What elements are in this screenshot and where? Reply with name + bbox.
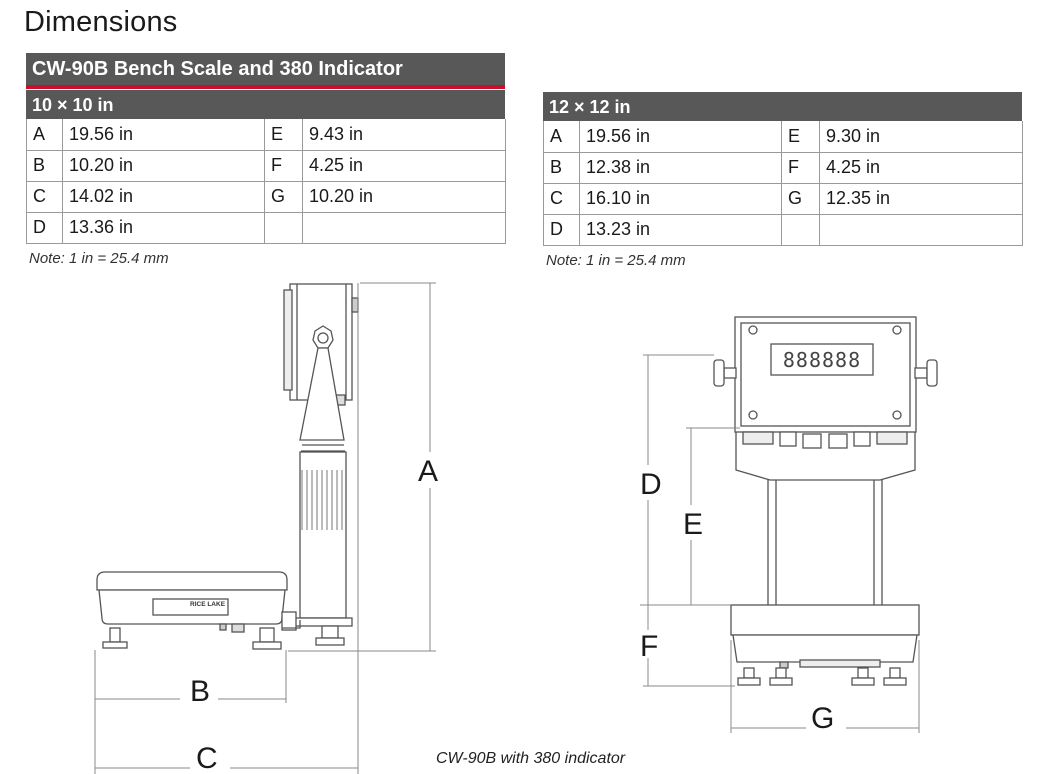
dim-value: 13.36 in [62, 211, 265, 244]
left-knob-icon [713, 359, 737, 387]
dim-value: 4.25 in [819, 151, 1023, 184]
dim-label-a: A [418, 455, 438, 488]
dim-label-g: G [811, 702, 834, 735]
dim-letter: C [26, 180, 63, 213]
brand-plate: RICE LAKE [190, 601, 226, 608]
dim-letter: D [26, 211, 63, 244]
dim-letter: G [781, 182, 820, 215]
unit-note: Note: 1 in = 25.4 mm [546, 251, 686, 269]
dim-label-e: E [683, 508, 703, 541]
dim-value [819, 213, 1023, 246]
dim-letter: C [543, 182, 580, 215]
side-view-dimension-lines [94, 282, 436, 774]
display-readout: 888888 [783, 348, 861, 372]
unit-note: Note: 1 in = 25.4 mm [29, 249, 169, 267]
spec-block-10x10: CW-90B Bench Scale and 380 Indicator 10 … [26, 53, 506, 267]
right-knob-icon [914, 359, 938, 387]
dim-label-f: F [640, 630, 658, 663]
dim-letter: E [781, 121, 820, 153]
page-title: Dimensions [24, 6, 178, 38]
dim-label-b: B [190, 675, 210, 708]
dim-letter: B [26, 149, 63, 182]
front-view-drawing [713, 316, 938, 686]
table-row: B 10.20 in F 4.25 in [26, 149, 506, 182]
dimension-table-12x12: A 19.56 in E 9.30 in B 12.38 in F 4.25 i… [543, 121, 1023, 246]
table-row: D 13.23 in [543, 213, 1023, 246]
size-header-10x10: 10 × 10 in [26, 90, 505, 119]
dim-label-d: D [640, 468, 662, 501]
dim-value: 12.35 in [819, 182, 1023, 215]
dim-letter [264, 211, 303, 244]
table-row: D 13.36 in [26, 211, 506, 244]
dim-label-c: C [196, 742, 218, 774]
front-view-dimension-lines [640, 354, 920, 733]
size-header-12x12: 12 × 12 in [543, 92, 1022, 121]
dim-letter: F [781, 151, 820, 184]
spec-block-12x12: 12 × 12 in A 19.56 in E 9.30 in B 12.38 … [543, 92, 1023, 269]
dim-letter: D [543, 213, 580, 246]
table-row: A 19.56 in E 9.30 in [543, 121, 1023, 153]
dim-letter: G [264, 180, 303, 213]
table-row: C 16.10 in G 12.35 in [543, 182, 1023, 215]
dim-value: 4.25 in [302, 149, 506, 182]
dim-value: 16.10 in [579, 182, 782, 215]
dim-value: 19.56 in [62, 119, 265, 151]
dim-value: 10.20 in [62, 149, 265, 182]
dim-value: 13.23 in [579, 213, 782, 246]
dimension-table-10x10: A 19.56 in E 9.43 in B 10.20 in F 4.25 i… [26, 119, 506, 244]
figure-caption: CW-90B with 380 indicator [436, 750, 626, 767]
product-header: CW-90B Bench Scale and 380 Indicator [26, 53, 505, 89]
side-view-drawing [96, 283, 359, 650]
dim-value [302, 211, 506, 244]
